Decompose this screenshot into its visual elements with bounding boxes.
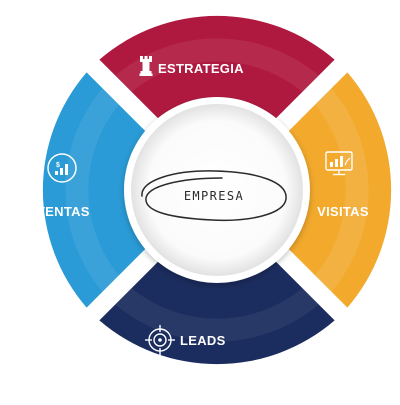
visitas-label: VISITAS bbox=[317, 204, 369, 219]
leads-crosshair-target-icon bbox=[145, 325, 175, 355]
svg-text:$: $ bbox=[56, 162, 60, 169]
estrategia-label: ESTRATEGIA bbox=[158, 61, 244, 76]
segment-estrategia bbox=[99, 15, 335, 123]
center-label: EMPRESA bbox=[184, 189, 244, 203]
estrategia-rook-icon bbox=[139, 56, 153, 76]
segment-ventas-shape bbox=[42, 72, 150, 308]
segment-leads-shape bbox=[99, 257, 335, 365]
center-hub: EMPRESA bbox=[124, 97, 310, 283]
segment-leads bbox=[99, 257, 335, 365]
segment-ventas bbox=[42, 72, 150, 308]
segment-estrategia-shape bbox=[99, 15, 335, 123]
leads-label: LEADS bbox=[180, 333, 226, 348]
segment-visitas bbox=[284, 72, 392, 308]
hand-drawn-oval bbox=[141, 170, 287, 222]
visitas-monitor-chart-icon bbox=[325, 151, 353, 176]
ventas-label: VENTAS bbox=[36, 204, 90, 219]
segment-visitas-shape bbox=[284, 72, 392, 308]
ventas-sales-chart-icon: $ bbox=[47, 153, 77, 183]
